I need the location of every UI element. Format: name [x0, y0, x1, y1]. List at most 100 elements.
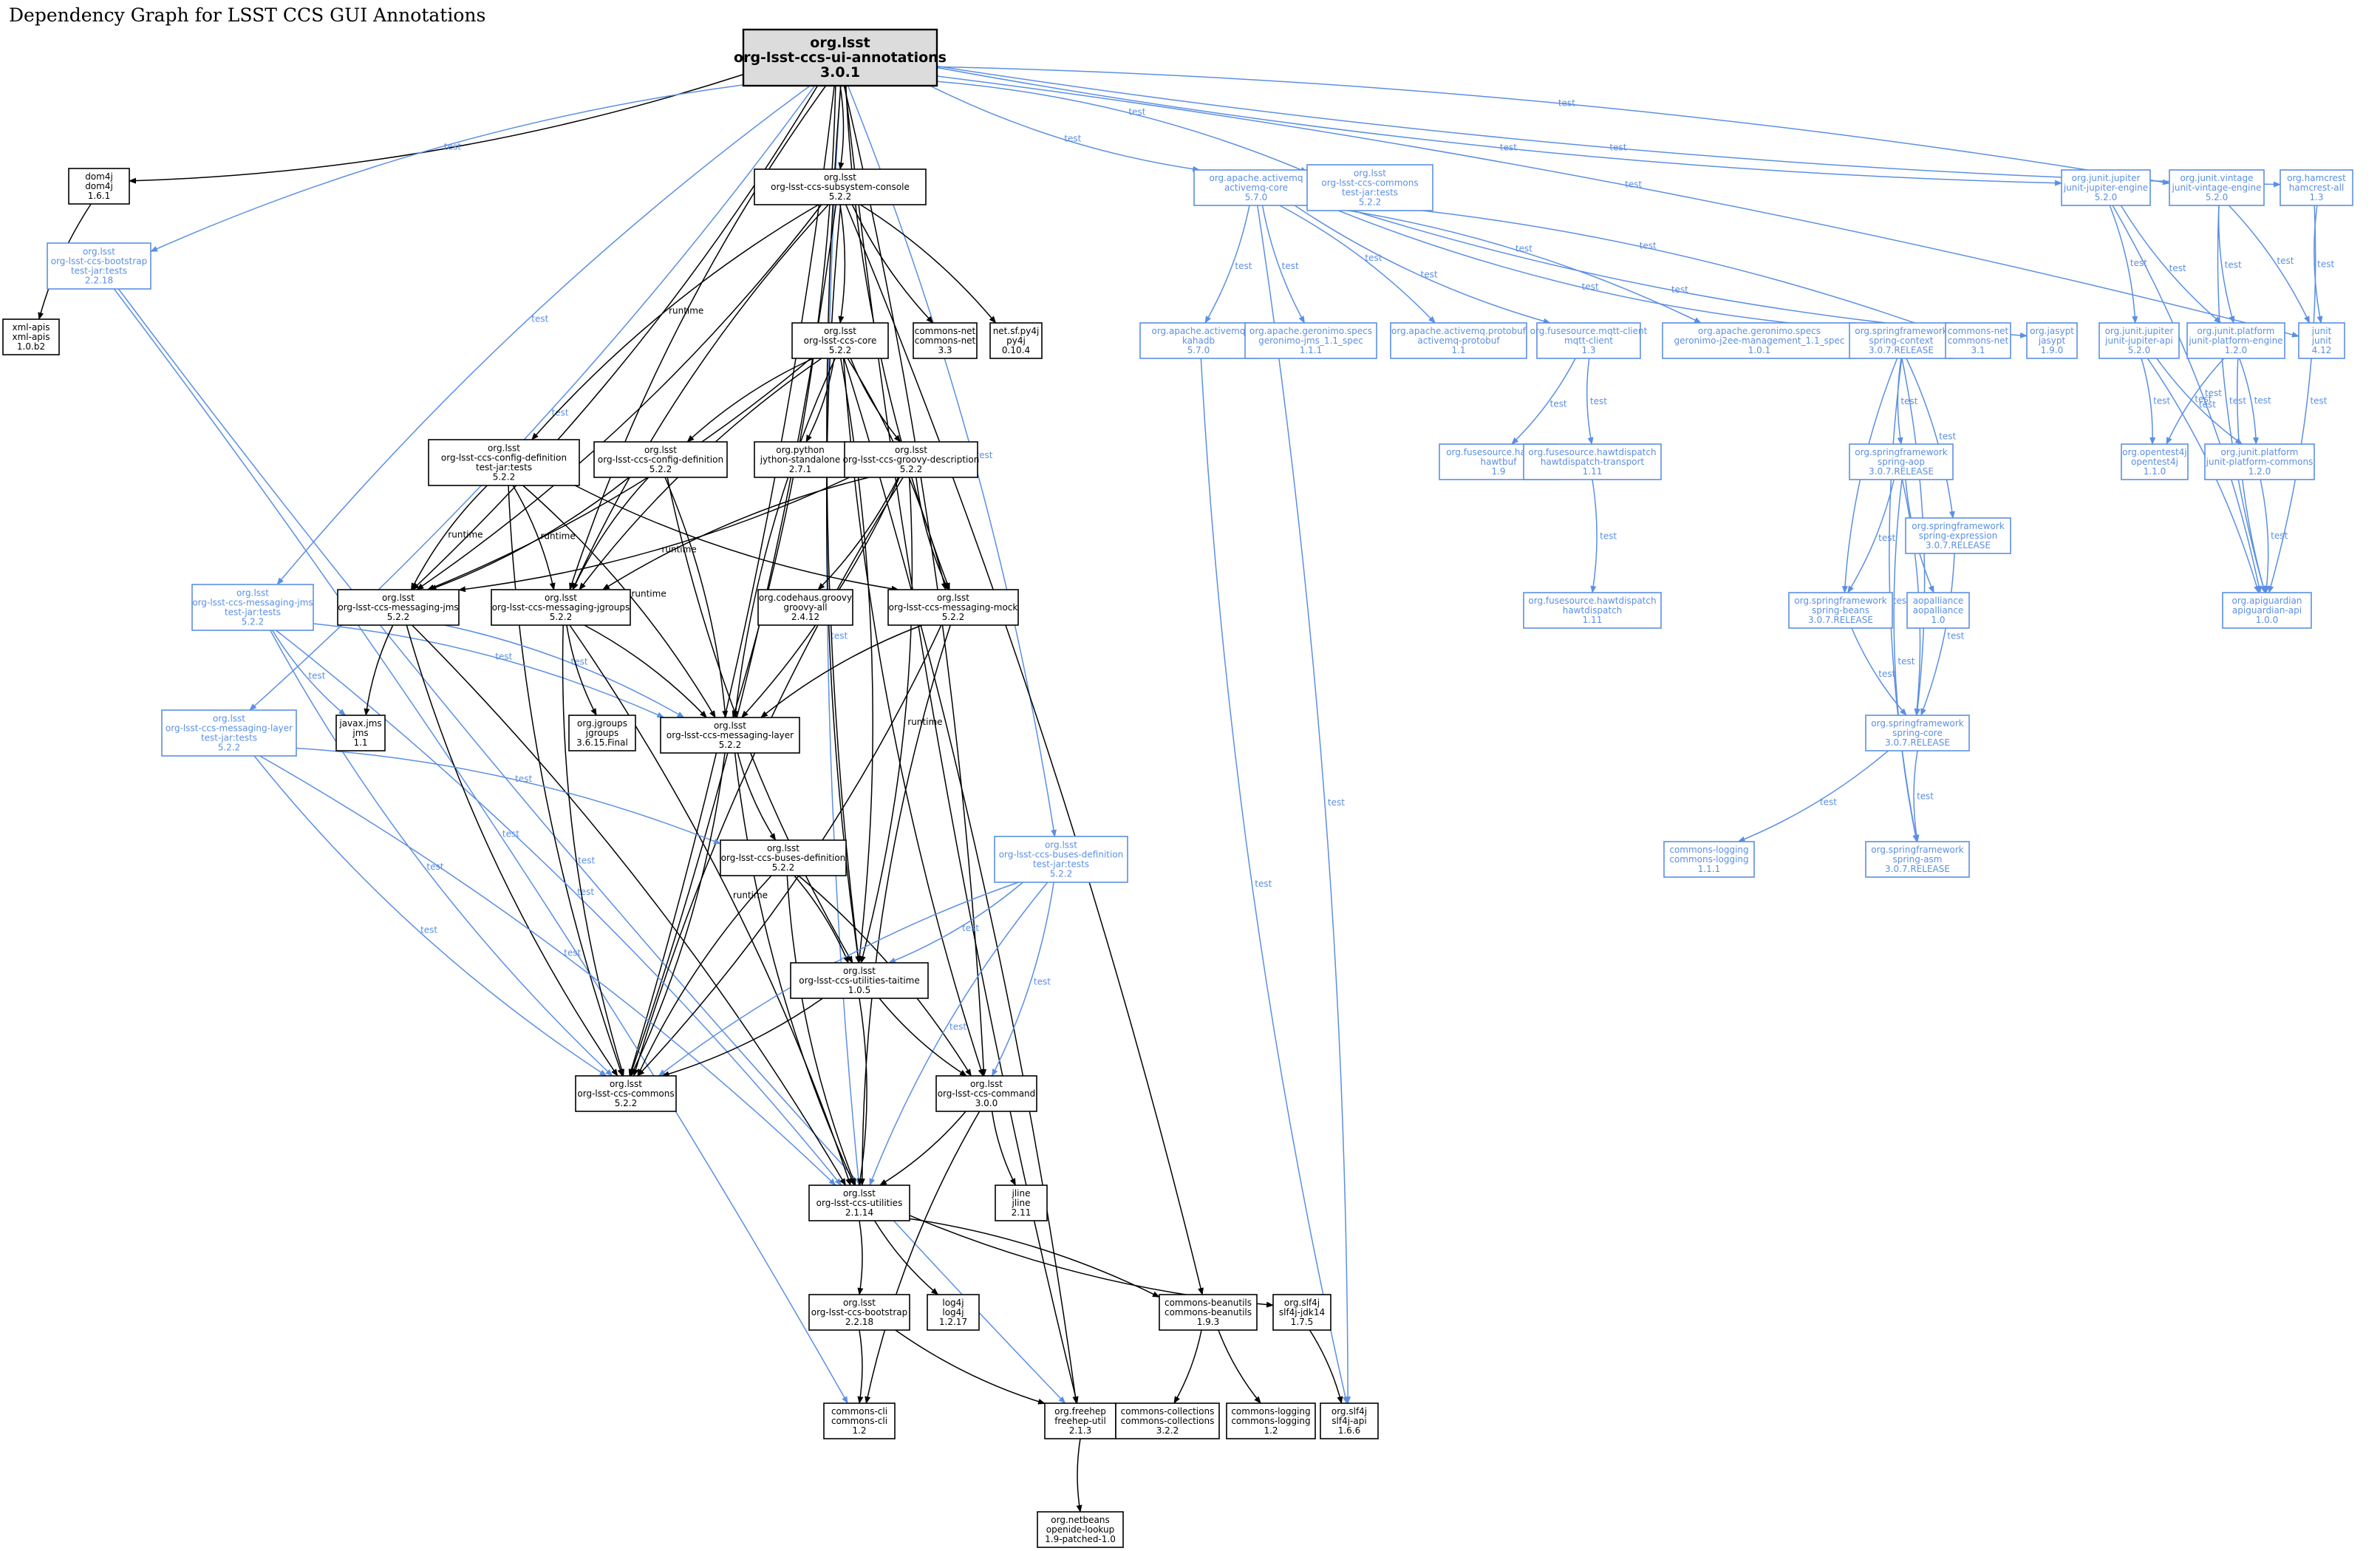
node-box[interactable] — [995, 1184, 1048, 1221]
node-box[interactable] — [2169, 169, 2265, 206]
node-box[interactable] — [1226, 1402, 1316, 1439]
node-box[interactable] — [1037, 1511, 1124, 1548]
node-box[interactable] — [2, 318, 60, 355]
node-spring_aop[interactable]: org.springframeworkspring-aop3.0.7.RELEA… — [1849, 443, 1954, 480]
node-msg_jms_tests[interactable]: org.lsstorg-lsst-ccs-messaging-jmstest-j… — [191, 584, 314, 631]
node-groovy_desc[interactable]: org.lsstorg-lsst-ccs-groovy-description5… — [843, 441, 980, 478]
node-box[interactable] — [1139, 322, 1258, 359]
node-msg_layer[interactable]: org.lsstorg-lsst-ccs-messaging-layer5.2.… — [660, 717, 800, 754]
node-box[interactable] — [1044, 1402, 1116, 1439]
node-msg_jgroups[interactable]: org.lsstorg-lsst-ccs-messaging-jgroups5.… — [491, 589, 631, 626]
node-box[interactable] — [593, 441, 728, 478]
node-box[interactable] — [2186, 322, 2285, 359]
node-platform_engine[interactable]: org.junit.platformjunit-platform-engine1… — [2186, 322, 2285, 359]
node-box[interactable] — [47, 242, 151, 290]
node-box[interactable] — [754, 441, 847, 478]
node-box[interactable] — [1865, 841, 1970, 878]
node-box[interactable] — [1523, 443, 1662, 480]
node-subsys_console[interactable]: org.lsstorg-lsst-ccs-subsystem-console5.… — [754, 168, 927, 205]
node-box[interactable] — [808, 1294, 910, 1331]
node-box[interactable] — [808, 1184, 910, 1221]
node-box[interactable] — [660, 717, 800, 754]
node-box[interactable] — [844, 441, 978, 478]
node-box[interactable] — [935, 1075, 1037, 1112]
node-box[interactable] — [1849, 443, 1954, 480]
node-box[interactable] — [790, 962, 929, 999]
node-box[interactable] — [791, 322, 889, 359]
node-box[interactable] — [989, 322, 1043, 359]
node-box[interactable] — [823, 1402, 896, 1439]
node-box[interactable] — [742, 28, 938, 87]
node-box[interactable] — [1320, 1402, 1379, 1439]
node-box[interactable] — [1662, 322, 1857, 359]
node-spring_expression[interactable]: org.springframeworkspring-expression3.0.… — [1905, 517, 2011, 554]
node-box[interactable] — [1115, 1402, 1220, 1439]
node-box[interactable] — [1523, 592, 1662, 629]
node-box[interactable] — [575, 1075, 677, 1112]
node-spring_context[interactable]: org.springframeworkspring-context3.0.7.R… — [1849, 322, 1954, 359]
node-taitime[interactable]: org.lsstorg-lsst-ccs-utilities-taitime1.… — [790, 962, 929, 999]
node-box[interactable] — [1663, 841, 1755, 878]
node-geronimo_j2ee[interactable]: org.apache.geronimo.specsgeronimo-j2ee-m… — [1662, 322, 1857, 359]
node-box[interactable] — [927, 1294, 980, 1331]
node-box[interactable] — [428, 439, 580, 486]
node-collections[interactable]: commons-collectionscommons-collections3.… — [1115, 1402, 1220, 1439]
node-geronimo_jms[interactable]: org.apache.geronimo.specsgeronimo-jms_1.… — [1244, 322, 1377, 359]
node-config_def[interactable]: org.lsstorg-lsst-ccs-config-definition5.… — [593, 441, 728, 478]
node-box[interactable] — [1849, 322, 1954, 359]
node-box[interactable] — [337, 589, 460, 626]
node-box[interactable] — [994, 836, 1128, 883]
node-bootstrap_tests[interactable]: org.lsstorg-lsst-ccs-bootstraptest-jar:t… — [47, 242, 151, 290]
node-box[interactable] — [2061, 169, 2151, 206]
node-box[interactable] — [2222, 592, 2312, 629]
node-platform_commons[interactable]: org.junit.platformjunit-platform-commons… — [2204, 443, 2315, 480]
node-box[interactable] — [754, 168, 927, 205]
node-box[interactable] — [720, 839, 847, 876]
node-box[interactable] — [1272, 1294, 1331, 1331]
node-box[interactable] — [1306, 164, 1433, 211]
node-spring_beans[interactable]: org.springframeworkspring-beans3.0.7.REL… — [1788, 592, 1893, 629]
node-spring_core[interactable]: org.springframeworkspring-core3.0.7.RELE… — [1865, 715, 1970, 751]
node-box[interactable] — [913, 322, 978, 359]
node-box[interactable] — [1865, 715, 1970, 751]
node-box[interactable] — [335, 715, 386, 751]
node-box[interactable] — [2298, 322, 2345, 359]
node-box[interactable] — [1536, 322, 1641, 359]
node-box[interactable] — [1159, 1294, 1258, 1331]
node-spring_asm[interactable]: org.springframeworkspring-asm3.0.7.RELEA… — [1865, 841, 1970, 878]
node-box[interactable] — [2280, 169, 2353, 206]
node-vintage_engine[interactable]: org.junit.vintagejunit-vintage-engine5.2… — [2169, 169, 2265, 206]
node-box[interactable] — [1788, 592, 1893, 629]
node-box[interactable] — [68, 168, 130, 205]
